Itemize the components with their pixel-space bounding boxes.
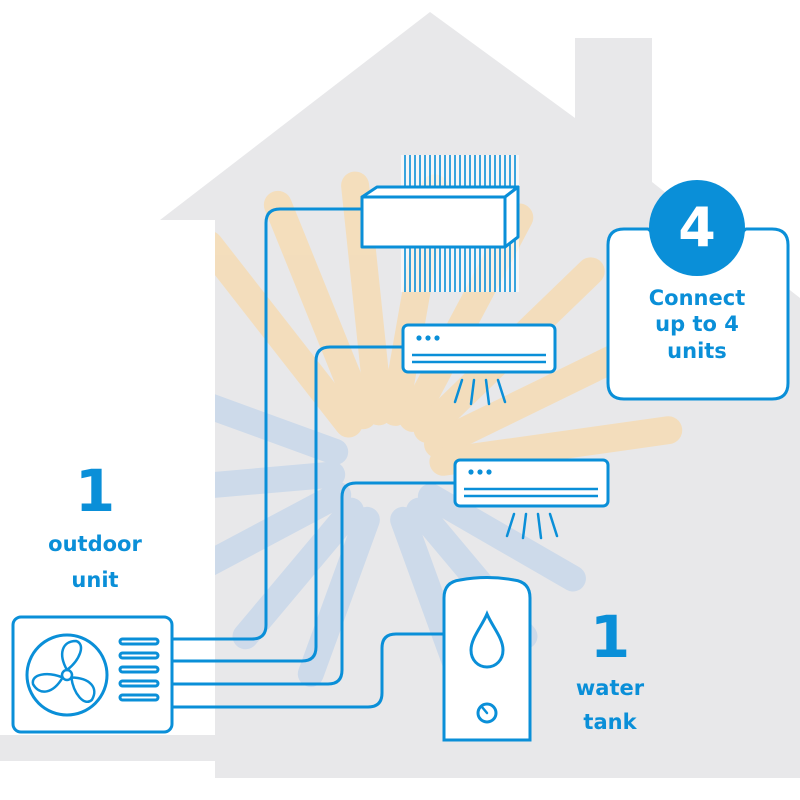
water-tank-text-line2: tank: [583, 710, 637, 735]
connect-number-badge: [649, 180, 745, 276]
water-tank-label: 1 water tank: [548, 608, 672, 734]
water-tank-count: 1: [589, 603, 631, 671]
water-tank-drop-icon: [442, 576, 532, 742]
outdoor-unit-count: 1: [74, 457, 116, 525]
connection-pipes: [170, 207, 457, 709]
connect-count: 4: [678, 196, 716, 259]
connect-units-label: Connect up to 4 units: [612, 285, 782, 364]
outdoor-unit-text-line1: outdoor: [48, 532, 142, 556]
connect-text-line3: units: [667, 338, 727, 363]
outdoor-unit-text-line2: unit: [71, 568, 119, 593]
pipe-to-wall-unit-2: [170, 481, 457, 686]
outdoor-unit-label: 1 outdoor unit: [30, 462, 160, 592]
water-tank-text-line1: water: [575, 676, 645, 700]
connect-card: [606, 180, 790, 401]
wall-ac-unit-icon: [401, 323, 557, 406]
connect-text-line2: up to 4: [655, 312, 739, 337]
wall-ac-unit-icon: [453, 458, 610, 540]
pipe-to-wall-unit-1: [170, 345, 405, 663]
connect-text-line1: Connect: [648, 286, 746, 310]
pipe-to-water-tank: [170, 632, 446, 709]
ducted-unit-icon: [360, 155, 520, 292]
pipe-to-ducted-unit: [170, 207, 362, 641]
outdoor-unit-fan-icon: [11, 615, 174, 734]
